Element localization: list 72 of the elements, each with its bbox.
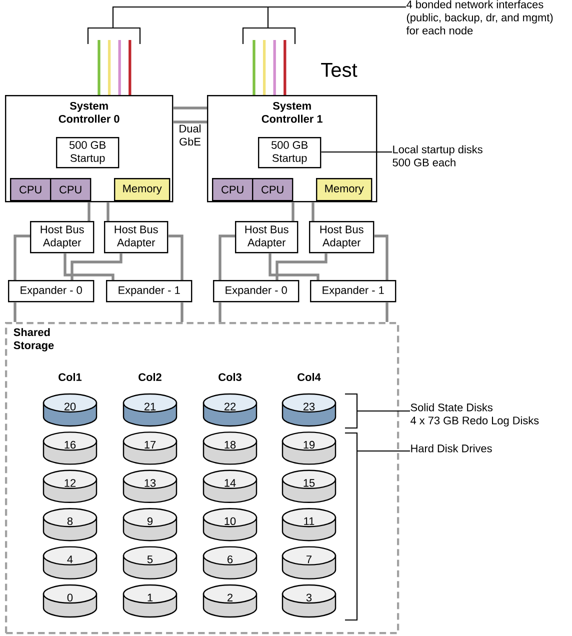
disk: 21: [122, 393, 178, 427]
disk: 1: [122, 584, 178, 618]
connector: [168, 234, 184, 280]
expander-box: Expander - 1: [106, 280, 192, 302]
disk: 4: [42, 546, 98, 580]
column-heading: Col3: [218, 372, 242, 382]
connector: [14, 234, 30, 280]
cpu-box: CPU: [50, 178, 92, 202]
connector: [70, 253, 122, 280]
link-label: Dual GbE: [180, 124, 200, 146]
expander-box: Expander - 0: [8, 280, 94, 302]
connector: [268, 253, 320, 280]
disk: 23: [282, 393, 336, 427]
annotation: Local startup disks 500 GB each: [392, 145, 482, 166]
disk: 20: [42, 393, 98, 427]
connector: [218, 302, 222, 322]
disk: 2: [202, 584, 258, 618]
column-heading: Col2: [138, 373, 162, 382]
connector: [374, 234, 388, 280]
annotation: Solid State Disks 4 x 73 GB Redo Log Disks: [410, 403, 539, 427]
disk: 5: [122, 546, 178, 580]
leader-line: [358, 450, 410, 452]
adapter-box: Host Bus Adapter: [30, 221, 94, 254]
disk: 8: [42, 508, 98, 542]
column-heading: Col1: [58, 373, 82, 382]
bracket: [345, 393, 358, 429]
connector: [218, 234, 235, 280]
adapter-box: Host Bus Adapter: [309, 221, 374, 254]
disk: 10: [202, 508, 258, 542]
annotation: 4 bonded network interfaces (public, backup, dr, and mgmt) for each node: [406, 0, 553, 34]
disk: 19: [282, 432, 336, 465]
disk: 11: [282, 508, 336, 542]
disk: 13: [122, 470, 178, 503]
cpu-box: CPU: [10, 178, 52, 202]
leader-line: [358, 410, 410, 412]
disk: 15: [282, 470, 336, 503]
disk: 12: [42, 470, 98, 503]
memory-box: Memory: [114, 178, 170, 202]
disk: 14: [202, 470, 258, 503]
cpu-box: CPU: [212, 178, 254, 202]
connector: [173, 106, 207, 110]
disk: 17: [122, 432, 178, 465]
connector: [14, 302, 16, 322]
bracket: [345, 432, 358, 621]
memory-box: Memory: [316, 178, 372, 202]
disk: 6: [202, 546, 258, 580]
connector: [180, 302, 184, 322]
disk: 16: [42, 432, 98, 465]
cpu-box: CPU: [252, 178, 294, 202]
connector: [386, 302, 388, 322]
expander-box: Expander - 1: [310, 280, 396, 302]
connector: [88, 202, 90, 221]
adapter-box: Host Bus Adapter: [104, 221, 168, 254]
disk: 9: [122, 508, 178, 542]
title-text: Test: [321, 63, 358, 77]
connector: [173, 120, 207, 124]
column-heading: Col4: [298, 373, 321, 382]
connector: [276, 253, 328, 280]
disk: 0: [42, 584, 98, 618]
leader-line: [321, 151, 392, 153]
adapter-box: Host Bus Adapter: [235, 221, 298, 254]
disk: 7: [282, 546, 336, 580]
connector: [312, 202, 314, 221]
expander-box: Expander - 0: [213, 280, 300, 302]
disk: 3: [282, 584, 336, 618]
leader-line: [112, 6, 406, 28]
annotation: Hard Disk Drives: [411, 444, 492, 452]
connector: [292, 202, 294, 221]
connector: [64, 253, 114, 280]
disk: 18: [202, 432, 258, 465]
disk: 22: [202, 393, 258, 427]
connector: [106, 202, 110, 221]
